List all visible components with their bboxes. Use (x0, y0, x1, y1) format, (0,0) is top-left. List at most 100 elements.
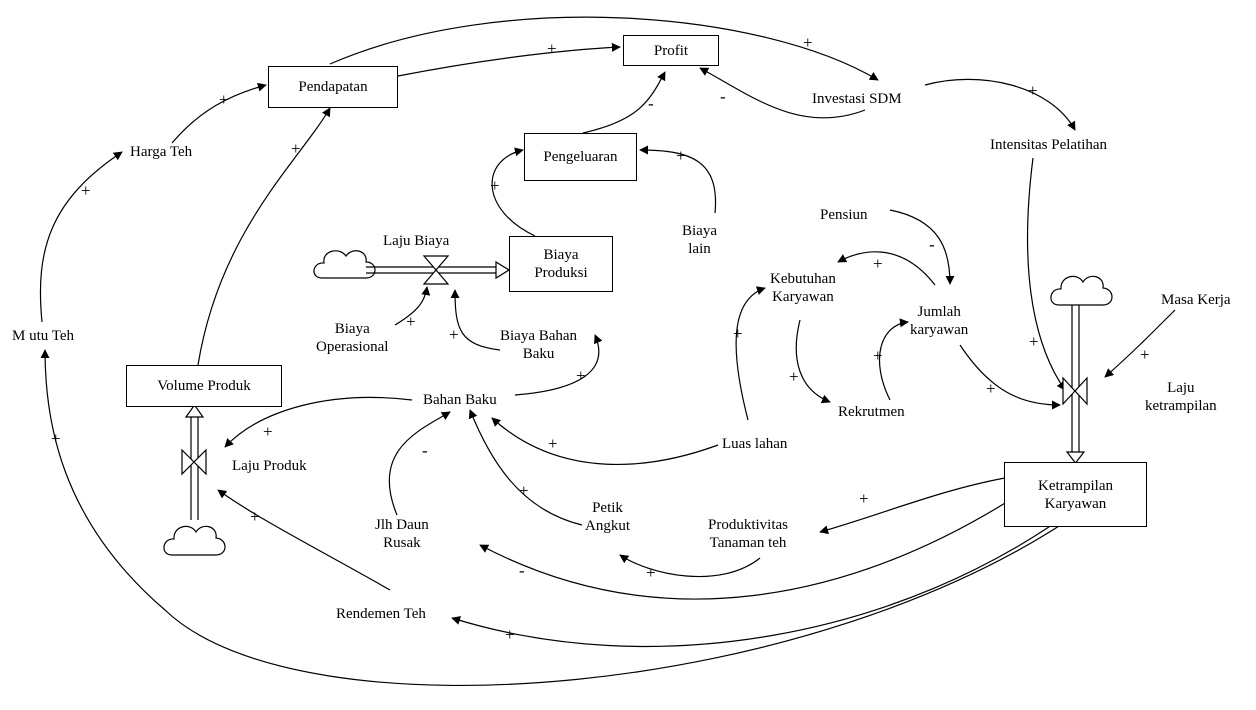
polarity-plus: + (291, 139, 301, 158)
link-masakerja-lajuket (1104, 309, 1176, 378)
flow-arrowhead (1065, 451, 1086, 464)
polarity-plus: + (733, 324, 743, 343)
polarity-plus: + (1140, 345, 1150, 364)
polarity-minus: - (648, 94, 654, 113)
link-volume-pendapatan (197, 107, 331, 366)
link-bahanbaku-biayabahan (514, 334, 603, 396)
link-bahanbaku-lajuproduk (224, 396, 413, 448)
polarity-plus: + (576, 366, 586, 385)
valve-icon (422, 255, 450, 285)
link-intensitas-lajuket (1026, 157, 1066, 391)
link-pengeluaran-profit (582, 71, 666, 134)
valve-icon (181, 448, 207, 476)
link-pensiun-jumlah (889, 209, 955, 285)
cloud-icon (313, 250, 376, 279)
link-luas-kebutuhan (735, 286, 766, 421)
link-rendemen-lajuproduk (217, 489, 391, 591)
stock-pengeluaran[interactable]: Pengeluaran (524, 133, 637, 181)
ketrampilan-line1: Ketrampilan (1038, 477, 1113, 494)
biaya-produksi-line2: Produksi (534, 265, 588, 281)
polarity-plus: + (986, 379, 996, 398)
polarity-plus: + (263, 422, 273, 441)
label-investasi-sdm[interactable]: Investasi SDM (812, 91, 902, 107)
polarity-plus: + (547, 39, 557, 58)
link-biayabahan-lajubiaya (450, 289, 501, 351)
stock-volume-produk[interactable]: Volume Produk (126, 365, 282, 407)
polarity-plus: + (803, 33, 813, 52)
label-rekrutmen[interactable]: Rekrutmen (838, 404, 905, 420)
stock-pendapatan[interactable]: Pendapatan (268, 66, 398, 108)
link-investasi-profit (699, 67, 866, 119)
polarity-plus: + (859, 489, 869, 508)
link-jumlah-lajuket (959, 344, 1061, 410)
link-rekrutmen-jumlah (878, 318, 909, 401)
link-ketrampilan-rendemen (451, 504, 1081, 648)
valve-icon (1062, 376, 1088, 406)
polarity-plus: + (219, 90, 229, 109)
stock-ketrampilan-karyawan[interactable]: Ketrampilan Karyawan (1004, 462, 1147, 527)
polarity-plus: + (873, 346, 883, 365)
link-harga-pendapatan (171, 82, 267, 144)
polarity-minus: - (422, 441, 428, 460)
polarity-plus: + (519, 481, 529, 500)
polarity-plus: + (676, 146, 686, 165)
label-harga-teh[interactable]: Harga Teh (130, 144, 193, 160)
link-operasional-lajubiaya (394, 286, 431, 326)
label-mutu-teh[interactable]: M utu Teh (12, 328, 75, 344)
polarity-plus: + (789, 367, 799, 386)
link-pendapatan-profit (397, 42, 621, 77)
flow-laju-ketrampilan (1050, 275, 1113, 464)
cloud-icon (1050, 275, 1113, 306)
polarity-plus: + (51, 429, 61, 448)
link-pendapatan-investasi (329, 16, 879, 81)
polarity-plus: + (646, 563, 656, 582)
polarity-plus: + (505, 625, 515, 644)
cloud-icon (163, 525, 226, 556)
label-intensitas-pelatihan[interactable]: Intensitas Pelatihan (990, 137, 1108, 153)
polarity-minus: - (720, 87, 726, 106)
polarity-plus: + (490, 176, 500, 195)
ketrampilan-line2: Karyawan (1044, 495, 1107, 512)
link-petik-bahanbaku (468, 409, 583, 526)
link-ketrampilan-jlhdaun (479, 499, 1011, 600)
flow-laju-biaya (313, 250, 511, 285)
link-ketrampilan-mutu (40, 349, 1091, 687)
polarity-plus: + (1029, 332, 1039, 351)
link-investasi-intensitas (924, 78, 1076, 131)
link-mutu-harga (39, 151, 123, 323)
link-biayaprod-pengeluaran (491, 147, 536, 237)
link-biayalain-pengeluaran (639, 145, 717, 214)
polarity-plus: + (548, 434, 558, 453)
link-produktivitas-petik (619, 554, 761, 578)
label-rendemen-teh[interactable]: Rendemen Teh (336, 606, 426, 622)
label-bahan-baku[interactable]: Bahan Baku (423, 392, 497, 408)
flow-laju-produk (163, 403, 226, 556)
stock-biaya-produksi[interactable]: Biaya Produksi (509, 236, 613, 292)
polarity-minus: - (929, 235, 935, 254)
link-kebutuhan-rekrutmen (795, 319, 831, 404)
stock-profit[interactable]: Profit (623, 35, 719, 66)
label-pensiun[interactable]: Pensiun (820, 207, 868, 223)
polarity-minus: - (519, 561, 525, 580)
label-luas-lahan[interactable]: Luas lahan (722, 436, 788, 452)
polarity-plus: + (81, 181, 91, 200)
label-laju-produk[interactable]: Laju Produk (232, 458, 307, 474)
link-ketrampilan-produktivitas (819, 477, 1006, 535)
label-laju-biaya[interactable]: Laju Biaya (383, 233, 450, 249)
link-jlhdaun-bahanbaku (388, 411, 451, 516)
polarity-plus: + (1028, 81, 1038, 100)
flow-arrowhead (184, 403, 205, 418)
label-masa-kerja[interactable]: Masa Kerja (1161, 292, 1231, 308)
biaya-produksi-line1: Biaya (543, 247, 579, 263)
